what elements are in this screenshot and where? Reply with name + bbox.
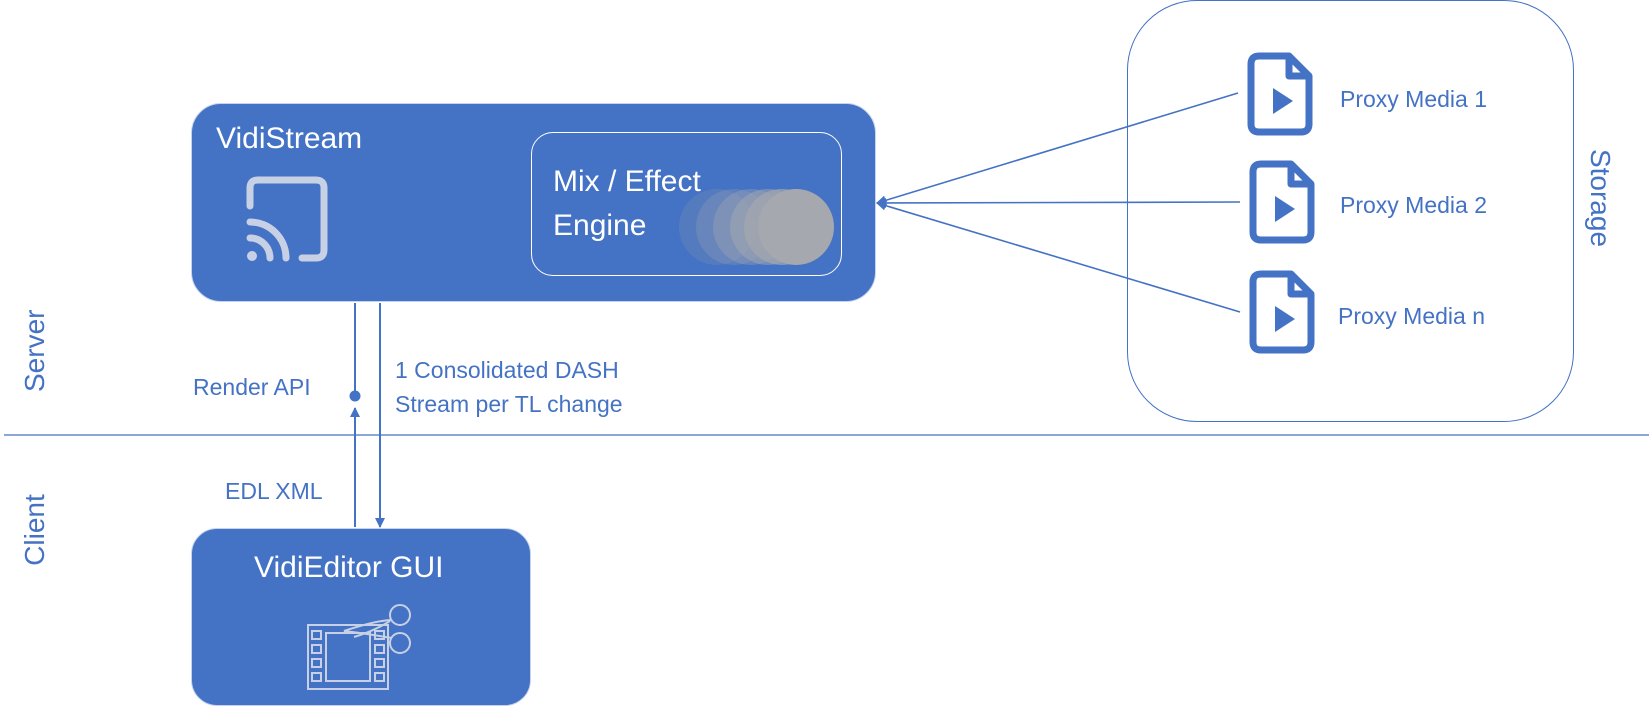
client-zone-label: Client <box>19 494 50 566</box>
vidistream-title: VidiStream <box>216 122 363 155</box>
dash-stream-label-line1: 1 Consolidated DASH <box>395 357 619 383</box>
vidieditor-title: VidiEditor GUI <box>254 551 444 584</box>
storage-zone-label: Storage <box>1585 148 1616 248</box>
engine-label-line2: Engine <box>553 209 647 242</box>
edl-xml-label: EDL XML <box>225 478 323 504</box>
video-file-icon <box>1249 160 1315 244</box>
render-api-endpoint <box>349 390 361 402</box>
render-api-label: Render API <box>193 374 311 400</box>
media-1-feed-line <box>876 92 1239 206</box>
media-n-feed-line <box>876 200 1241 313</box>
video-file-icon <box>1247 52 1313 136</box>
server-zone-label: Server <box>19 309 50 392</box>
dash-stream-label-line2: Stream per TL change <box>395 391 623 417</box>
film-scissors-icon <box>307 604 411 690</box>
vidieditor-gui-box: VidiEditor GUI <box>191 528 531 706</box>
media-2-feed-line <box>876 197 1241 208</box>
mix-effect-engine-box: Mix / Effect Engine <box>531 132 842 276</box>
proxy-media-2-label: Proxy Media 2 <box>1340 192 1488 218</box>
cast-icon <box>246 176 328 262</box>
engine-label-line1: Mix / Effect <box>553 165 701 198</box>
proxy-media-1-label: Proxy Media 1 <box>1340 86 1488 112</box>
video-file-icon <box>1249 270 1315 354</box>
proxy-media-n-label: Proxy Media n <box>1338 303 1486 329</box>
stacked-discs-icon <box>679 189 834 265</box>
storage-container <box>1127 0 1574 422</box>
